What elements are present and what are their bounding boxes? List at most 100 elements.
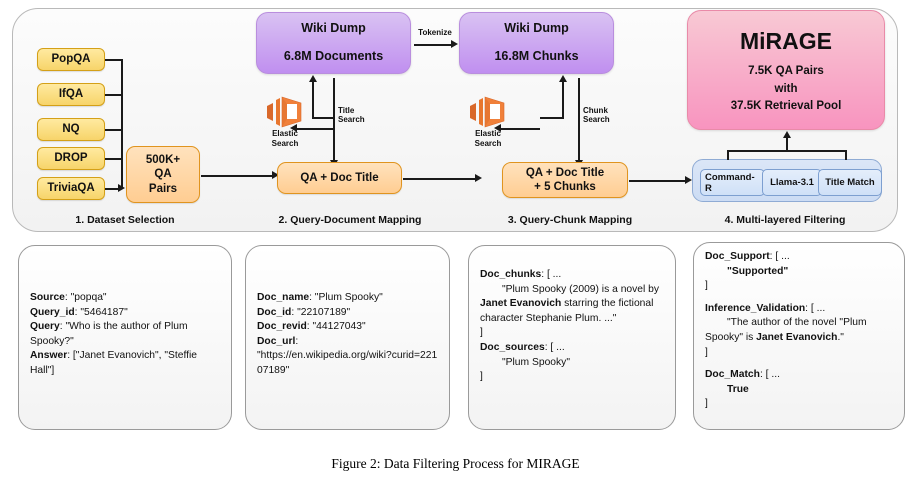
field-key-doc-name: Doc_name [257, 292, 310, 303]
elastic-search-icon [470, 96, 505, 128]
connector-ifqa [105, 94, 123, 96]
connector-merge-up [786, 137, 788, 151]
connector-left-2 [500, 128, 540, 130]
inference-text-a: "The author of the novel "Plum Spooky" i… [705, 317, 867, 344]
field-key-source: Source [30, 292, 65, 303]
dataset-label: TriviaQA [47, 182, 95, 195]
filter-chip-llama[interactable]: Llama-3.1 [762, 169, 822, 196]
field-key-doc-id: Doc_id [257, 306, 292, 318]
connector-chip3-up [845, 150, 847, 160]
stage-label-3: 3. Query-Chunk Mapping [507, 214, 633, 226]
field-val-doc-support: "Supported" [727, 265, 789, 277]
chunk-search-label: Chunk Search [583, 106, 629, 124]
qa-pairs-line2: QA [154, 168, 172, 181]
elastic-search-label-2: Elastic Search [466, 129, 510, 148]
connector-nq [105, 129, 123, 131]
connector-doc-to-chunk [403, 178, 476, 180]
connector-left-1 [296, 128, 334, 130]
qa-pairs-line3: Pairs [148, 182, 178, 195]
elastic-search-logo-1: Elastic Search [263, 95, 307, 148]
connector-up-2 [562, 78, 564, 118]
mirage-line3: 37.5K Retrieval Pool [730, 100, 842, 113]
field-val-doc-url: "https://en.wikipedia.org/wiki?curid=221… [257, 350, 438, 377]
field-key-query-id: Query_id [30, 306, 75, 318]
elastic-line2: Search [474, 138, 502, 148]
title-search-label: Title Search [338, 106, 382, 124]
node-wiki-dump-chunks[interactable]: Wiki Dump 16.8M Chunks [459, 12, 614, 74]
connector-tokenize [414, 44, 452, 46]
filter-chip-command-r[interactable]: Command-R [700, 169, 765, 196]
record-card-dataset: Source: "popqa" Query_id: "5464187" Quer… [18, 245, 232, 430]
bracket-close-2: ] [705, 346, 708, 358]
connector-qapairs-to-docmapping [201, 175, 273, 177]
elastic-line1: Elastic [272, 129, 298, 138]
field-val-source: : "popqa" [64, 292, 107, 303]
field-key-doc-revid: Doc_revid [257, 321, 307, 333]
field-open-inference: : [ ... [805, 302, 826, 314]
field-key-doc-url: Doc_url [257, 335, 296, 347]
chunk-search-line1: Chunk [583, 106, 608, 115]
arrow-left-to-elastic-2 [494, 124, 501, 132]
arrow-datasets-to-qapairs [118, 184, 125, 192]
dataset-box-nq[interactable]: NQ [37, 118, 105, 141]
arrow-chunks-to-filters [685, 176, 692, 184]
arrow-up-to-wikidump-2 [559, 75, 567, 82]
stage-label-2: 2. Query-Document Mapping [278, 214, 422, 226]
field-val-doc-id: : "22107189" [291, 306, 351, 318]
node-wiki-dump-documents[interactable]: Wiki Dump 6.8M Documents [256, 12, 411, 74]
figure-caption: Figure 2: Data Filtering Process for MIR… [331, 456, 580, 471]
dataset-box-ifqa[interactable]: IfQA [37, 83, 105, 106]
connector-chunks-to-filters [629, 180, 686, 182]
connector-popqa [105, 59, 123, 61]
dataset-box-triviaqa[interactable]: TriviaQA [37, 177, 105, 200]
chunk-text-bold: Janet Evanovich [480, 298, 562, 310]
connector-down-1 [333, 78, 335, 163]
filter-chip-title-match[interactable]: Title Match [818, 169, 882, 196]
mirage-line1: 7.5K QA Pairs [748, 65, 824, 78]
dataset-box-drop[interactable]: DROP [37, 147, 105, 170]
qa-doc-title-label: QA + Doc Title [300, 171, 379, 184]
field-key-query: Query [30, 321, 60, 333]
field-open-doc-chunks: : [ ... [541, 269, 562, 280]
field-val-doc-sources: "Plum Spooky" [502, 356, 570, 368]
bracket-close-1: ] [705, 280, 708, 292]
node-qa-doc-title-chunks[interactable]: QA + Doc Title + 5 Chunks [502, 162, 628, 198]
field-open-doc-match: : [ ... [759, 369, 780, 381]
elastic-search-label-1: Elastic Search [263, 129, 307, 148]
field-open-doc-support: : [ ... [769, 251, 790, 262]
bracket-close-1: ] [480, 327, 483, 339]
field-key-inference: Inference_Validation [705, 302, 806, 314]
dataset-label: DROP [54, 152, 88, 165]
elastic-search-icon [267, 96, 302, 128]
field-val-query: : "Who is the author of Plum Spooky?" [30, 321, 188, 347]
elastic-line2: Search [271, 138, 299, 148]
chunks-line1: QA + Doc Title [525, 166, 605, 179]
title-search-line1: Title [338, 106, 355, 115]
dataset-label: IfQA [58, 88, 84, 101]
connector-drop [105, 158, 123, 160]
connector-down-2 [578, 78, 580, 163]
field-key-doc-chunks: Doc_chunks [480, 269, 542, 280]
field-val-doc-name: : "Plum Spooky" [309, 292, 383, 303]
wiki-dump-detail: 16.8M Chunks [494, 49, 579, 63]
qa-pairs-line1: 500K+ [145, 153, 181, 166]
connector-dataset-bus [121, 59, 123, 189]
inference-text-bold: Janet Evanovich [756, 332, 838, 344]
filter-label: Command-R [705, 171, 755, 194]
record-card-document: Doc_name: "Plum Spooky" Doc_id: "2210718… [245, 245, 450, 430]
bracket-close-3: ] [705, 398, 708, 410]
field-val-doc-match: True [727, 383, 749, 395]
dataset-box-popqa[interactable]: PopQA [37, 48, 105, 71]
chunk-text-a: "Plum Spooky (2009) is a novel by [502, 283, 660, 295]
node-mirage[interactable]: MiRAGE 7.5K QA Pairs with 37.5K Retrieva… [687, 10, 885, 130]
filter-label: Title Match [825, 177, 875, 188]
chunk-search-line2: Search [583, 115, 610, 125]
stage-label-1: 1. Dataset Selection [75, 214, 175, 226]
chunk-text-b: starring the fictional character Stephan… [480, 298, 654, 324]
connector-up-1b [312, 117, 334, 119]
record-card-chunks: Doc_chunks: [ ... "Plum Spooky (2009) is… [468, 245, 676, 430]
node-qa-doc-title[interactable]: QA + Doc Title [277, 162, 402, 194]
connector-up-2b [540, 117, 564, 119]
node-500k-qa-pairs[interactable]: 500K+ QA Pairs [126, 146, 200, 203]
filter-label: Llama-3.1 [770, 177, 814, 188]
